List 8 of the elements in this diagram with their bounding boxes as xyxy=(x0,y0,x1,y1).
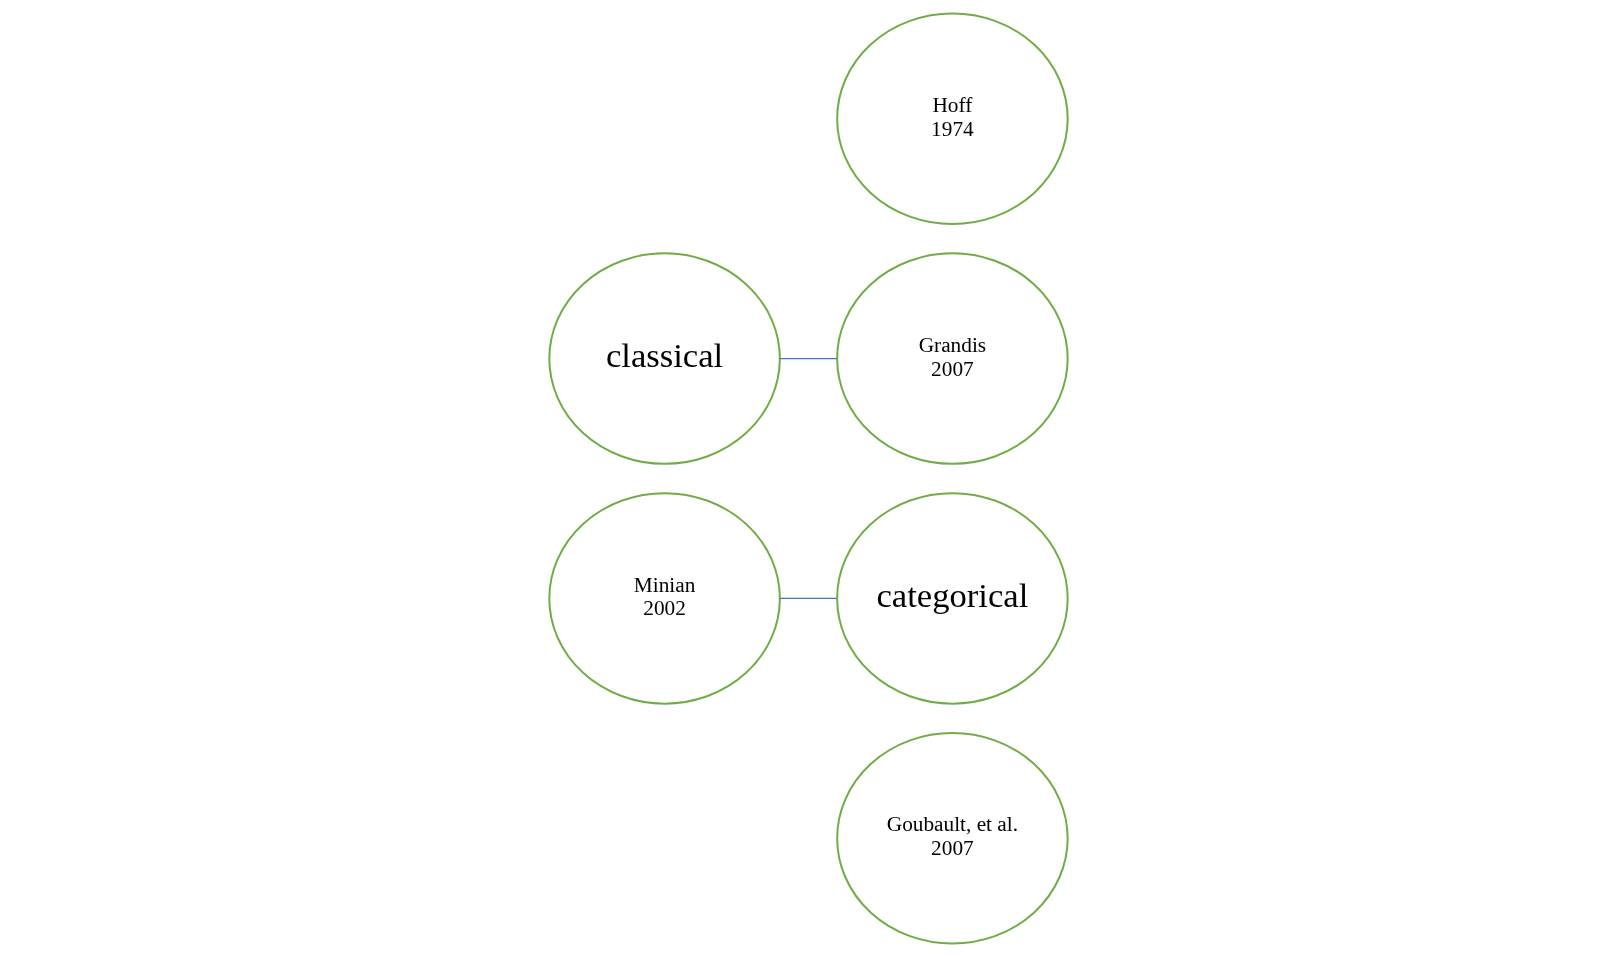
node-circle: Hoff 1974 xyxy=(835,12,1069,225)
connector xyxy=(778,597,838,600)
node-circle: classical xyxy=(547,252,781,465)
node-circle: categorical xyxy=(835,492,1069,705)
node-circle: Goubault, et al. 2007 xyxy=(835,732,1069,945)
node-circle: Minian 2002 xyxy=(547,492,781,705)
node-circle: Grandis 2007 xyxy=(835,252,1069,465)
connector xyxy=(778,357,838,360)
